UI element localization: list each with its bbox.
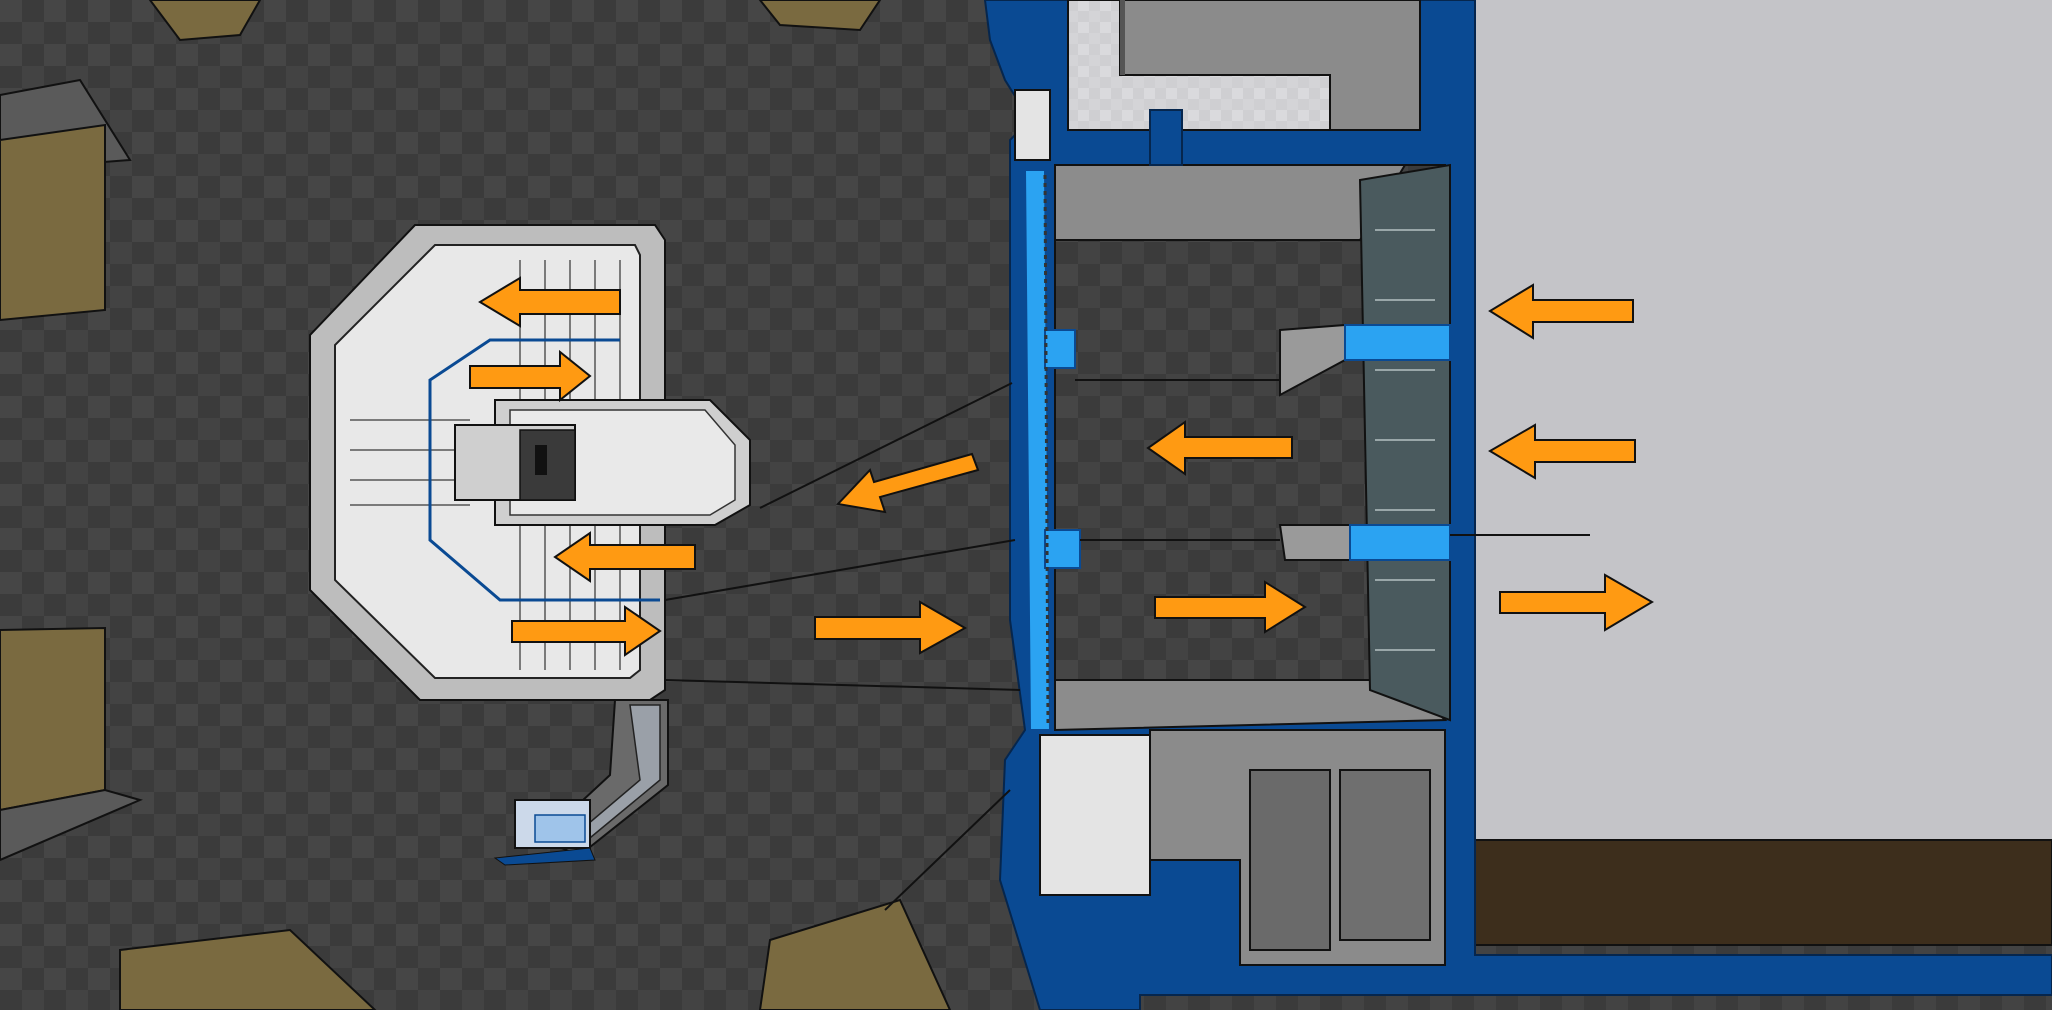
arrow-icon bbox=[1488, 283, 1634, 340]
arrow-icon bbox=[1499, 573, 1654, 632]
bench-upper bbox=[1279, 323, 1451, 397]
arrow-icon bbox=[478, 276, 621, 328]
arrow-icon bbox=[553, 531, 696, 583]
guide-lines bbox=[664, 379, 1590, 911]
wood-blocks-left bbox=[0, 0, 952, 1010]
arrow-icon bbox=[1154, 580, 1307, 634]
dark-strip bbox=[1469, 839, 2052, 946]
arrow-icon bbox=[511, 605, 662, 657]
arrow-icon bbox=[814, 600, 968, 655]
arrow-icon bbox=[469, 349, 592, 403]
arrow-icon bbox=[1488, 423, 1636, 480]
arrow-icon bbox=[1146, 420, 1293, 476]
entrance-wall bbox=[1023, 169, 1081, 731]
arrow-icon bbox=[835, 452, 980, 514]
bench-lower bbox=[1278, 524, 1451, 561]
ground-area bbox=[1465, 0, 2052, 840]
l-duct bbox=[493, 699, 669, 866]
flow-arrows bbox=[469, 276, 1654, 657]
